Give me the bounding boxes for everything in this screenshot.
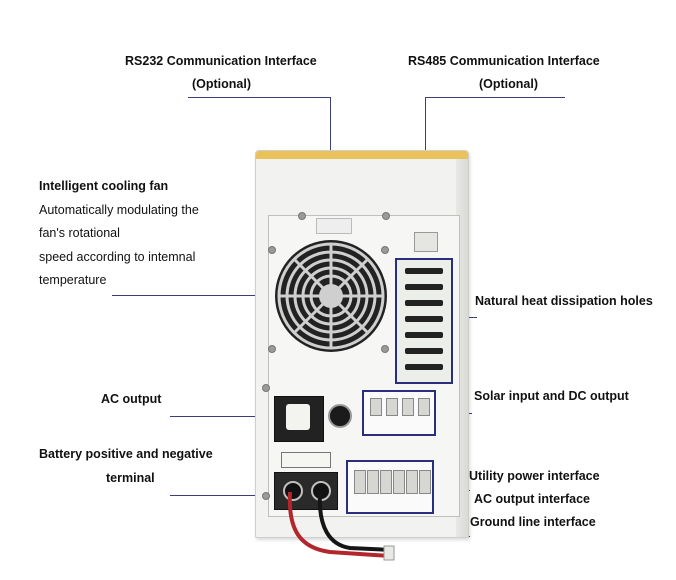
vent-slot: [405, 268, 443, 274]
terminal: [386, 398, 398, 416]
rs485-port: [414, 232, 438, 252]
screw: [381, 345, 389, 353]
terminal: [419, 470, 431, 494]
battery-positive-post: [283, 481, 303, 501]
terminal: [406, 470, 418, 494]
terminal: [380, 470, 392, 494]
device-top-trim: [256, 151, 468, 159]
solar-label: Solar input and DC output: [474, 389, 629, 403]
rs232-optional: (Optional): [192, 77, 252, 91]
screw: [262, 492, 270, 500]
cooling-fan: [275, 240, 387, 352]
fan-grille-icon: [277, 242, 385, 350]
ac-output-leader: [170, 416, 274, 418]
utility-label: Utility power interface: [469, 469, 600, 483]
cooling-fan-title: Intelligent cooling fan: [39, 179, 169, 193]
vent-slot: [405, 364, 443, 370]
cooling-fan-desc-4: temperature: [39, 273, 107, 287]
ac-output-label: AC output: [101, 392, 162, 406]
screw: [298, 212, 306, 220]
ground-label: Ground line interface: [470, 515, 596, 529]
heat-holes-label: Natural heat dissipation holes: [475, 294, 653, 308]
battery-label-line2: terminal: [106, 471, 155, 485]
terminal: [418, 398, 430, 416]
screw: [268, 246, 276, 254]
cooling-fan-desc-3: speed according to intemnal: [39, 250, 196, 264]
screw: [268, 345, 276, 353]
solar-dc-terminal-block: [362, 390, 436, 436]
screw: [382, 212, 390, 220]
ac-output-socket: [274, 396, 324, 442]
cooling-fan-desc-2: fan's rotational: [39, 226, 120, 240]
terminal: [402, 398, 414, 416]
rs232-port: [316, 218, 352, 234]
terminal: [393, 470, 405, 494]
rs232-title: RS232 Communication Interface: [125, 54, 317, 68]
ac-output-interface-label: AC output interface: [474, 492, 590, 506]
battery-terminal-block: [274, 472, 338, 510]
socket-face: [286, 404, 310, 430]
heat-dissipation-vent: [395, 258, 453, 384]
rs485-title: RS485 Communication Interface: [408, 54, 600, 68]
utility-ac-ground-terminal-block: [346, 460, 434, 514]
rs485-leader-horizontal: [425, 97, 565, 99]
cooling-fan-leader: [112, 295, 278, 297]
terminal: [354, 470, 366, 494]
vent-slot: [405, 348, 443, 354]
terminal: [370, 398, 382, 416]
cooling-fan-desc-1: Automatically modulating the: [39, 203, 199, 217]
screw: [381, 246, 389, 254]
battery-negative-post: [311, 481, 331, 501]
vent-slot: [405, 284, 443, 290]
vent-slot: [405, 300, 443, 306]
vent-slot: [405, 332, 443, 338]
power-switch: [328, 404, 352, 428]
battery-label-line1: Battery positive and negative: [39, 447, 213, 461]
warning-label: [281, 452, 331, 468]
terminal: [367, 470, 379, 494]
screw: [262, 384, 270, 392]
battery-leader: [170, 495, 278, 497]
rs232-leader-horizontal: [188, 97, 331, 99]
rs485-optional: (Optional): [479, 77, 539, 91]
vent-slot: [405, 316, 443, 322]
